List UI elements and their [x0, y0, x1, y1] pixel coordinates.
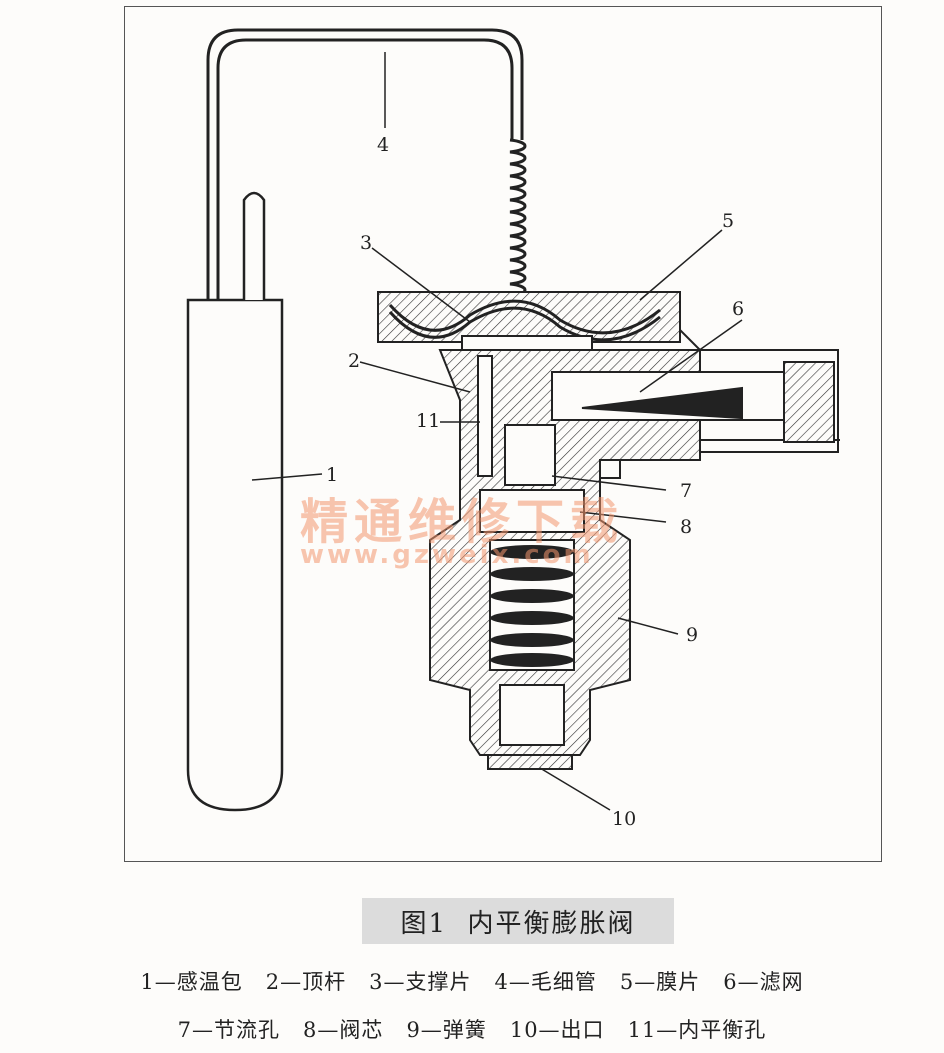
figure-caption-text: 图1 内平衡膨胀阀 — [400, 908, 636, 939]
legend-line-1: 1—感温包 2—顶杆 3—支撑片 4—毛细管 5—膜片 6—滤网 — [140, 970, 804, 994]
callout-5: 5 — [722, 210, 735, 232]
capillary-tube — [206, 28, 524, 300]
watermark-url: www.gzweix.com — [300, 540, 594, 570]
temperature-bulb — [186, 191, 284, 812]
callout-9: 9 — [686, 624, 699, 646]
leader-lines — [251, 52, 743, 811]
callout-2: 2 — [348, 350, 361, 372]
figure-frame — [124, 6, 882, 862]
watermark-text: 精通维修下载 — [300, 494, 625, 550]
callout-7: 7 — [680, 480, 693, 502]
expansion-valve-diagram — [186, 28, 840, 812]
callout-11: 11 — [416, 410, 441, 432]
legend-line-2: 7—节流孔 8—阀芯 9—弹簧 10—出口 11—内平衡孔 — [177, 1018, 767, 1042]
callout-4: 4 — [377, 134, 390, 156]
figure-caption: 图1 内平衡膨胀阀 — [362, 898, 674, 944]
valve-spring — [490, 545, 574, 667]
callout-1: 1 — [326, 464, 339, 486]
callout-3: 3 — [360, 232, 373, 254]
capillary-coil — [509, 138, 527, 298]
callout-6: 6 — [732, 298, 745, 320]
callout-10: 10 — [612, 808, 637, 830]
callout-8: 8 — [680, 516, 693, 538]
